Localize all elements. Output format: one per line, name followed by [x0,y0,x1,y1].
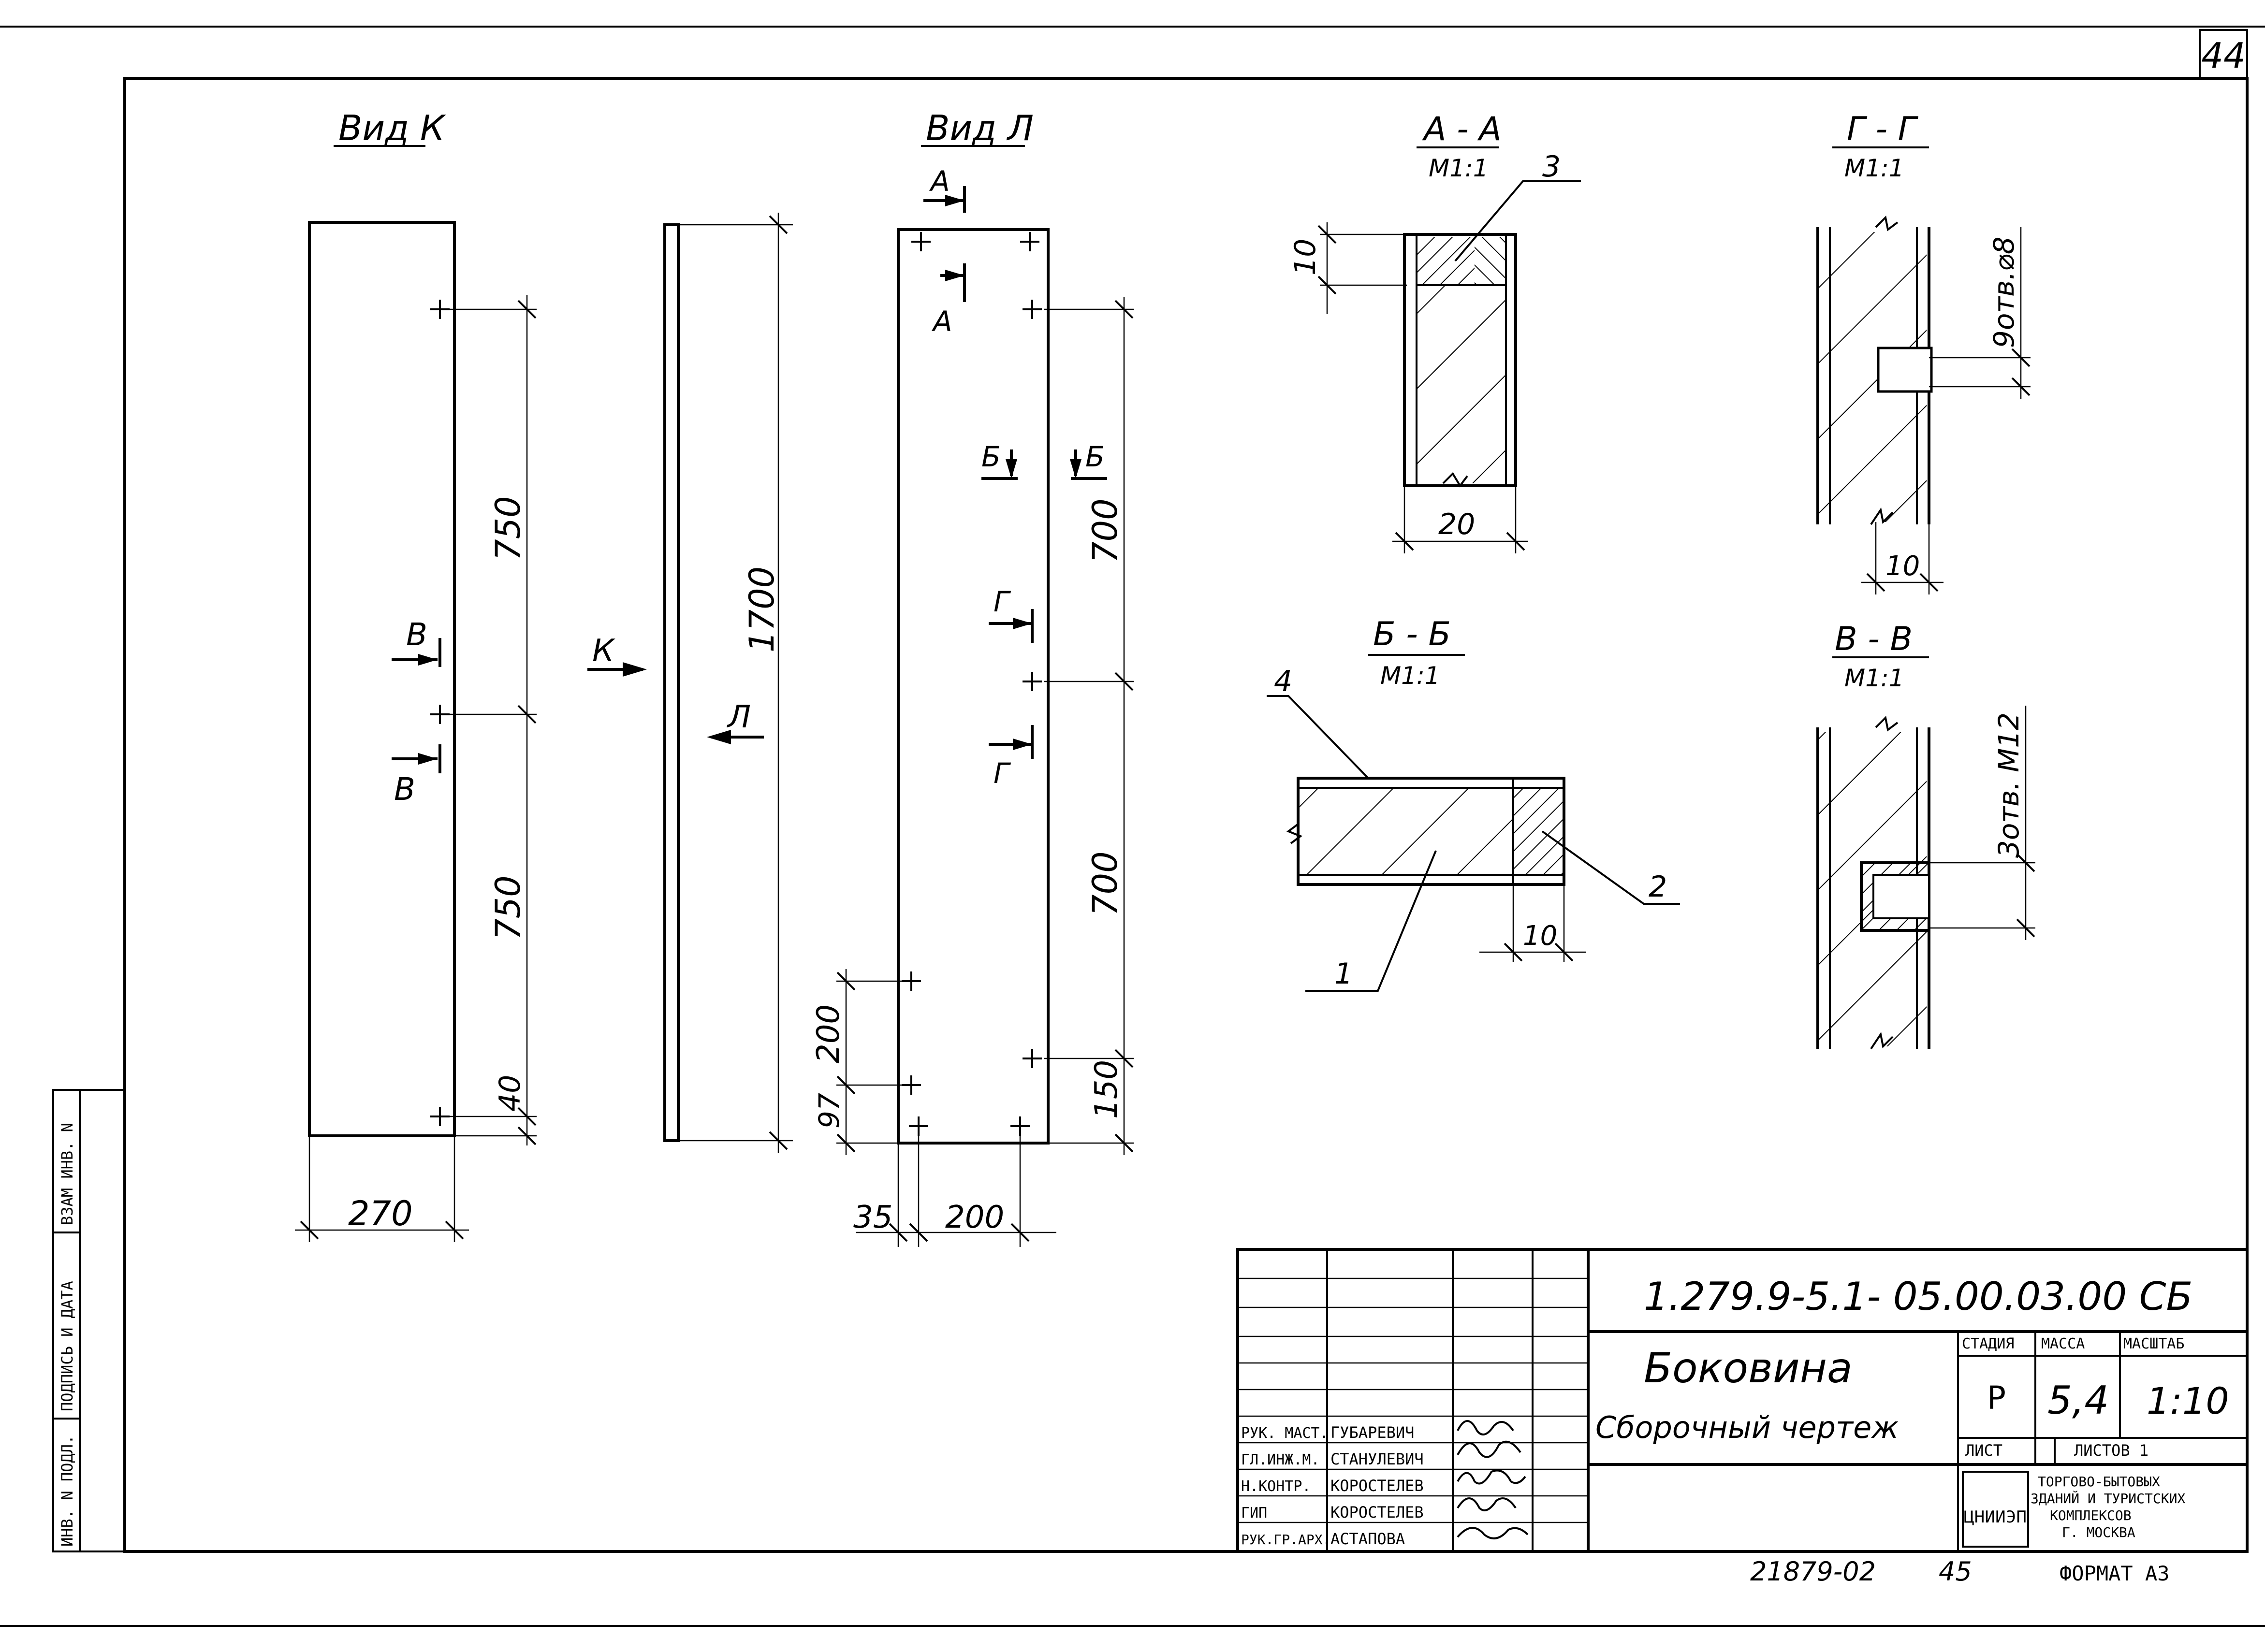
view-k-title: Вид К [338,108,446,148]
view-l-mark-b-right: Б [1085,440,1105,473]
section-gg-scale: М1:1 [1844,154,1904,182]
view-l-dim-35: 35 [853,1200,892,1235]
section-bb: Б - Б М1:1 4 2 1 10 [1267,615,1680,992]
stage-label: СТАДИЯ [1962,1335,2014,1352]
section-gg: Г - Г М1:1 9отв.⌀8 10 [1816,110,2031,594]
org-line-3: КОМПЛЕКСОВ [2050,1507,2132,1523]
view-l-dim-700-top: 700 [1085,498,1125,563]
section-gg-hole [1877,347,1933,393]
sig-name-5: АСТАПОВА [1330,1530,1405,1548]
drawing-frame [123,77,2249,1553]
view-l-mark-g-bottom: Г [994,757,1011,790]
view-l-mark-a-bottom: А [931,305,952,338]
org-line-2: ЗДАНИЙ И ТУРИСТСКИХ [2031,1490,2185,1507]
sig-name-4: КОРОСТЕЛЕВ [1330,1503,1424,1522]
stamp-inv-no: ИНВ. N ПОДЛ. [58,1435,76,1547]
view-l-dim-97: 97 [813,1093,846,1129]
view-k-mark-b-top: В [406,617,427,653]
sig-role-5: РУК.ГР.АРХ. [1241,1532,1330,1548]
stamp-replace-inv: ВЗАМ ИНВ. N [58,1123,76,1225]
mass-label: МАССА [2041,1335,2085,1352]
section-vv-hole-note: 3отв. М12 [1992,712,2025,858]
org-line-4: Г. МОСКВА [2062,1524,2135,1540]
section-bb-hatch-body [1298,788,1513,875]
section-vv-title: В - В [1835,620,1913,658]
view-l-dim-200-v: 200 [811,1004,847,1063]
view-k-mark-b-bottom: В [394,772,415,808]
section-bb-title: Б - Б [1373,615,1451,653]
signature-rows: РУК. МАСТ. ГУБАРЕВИЧ ГЛ.ИНЖ.М. СТАНУЛЕВИ… [1241,1423,1424,1548]
sig-name-1: ГУБАРЕВИЧ [1330,1423,1414,1442]
view-k-outline [308,221,456,1137]
scale-label: МАСШТАБ [2123,1335,2184,1352]
section-bb-callout-1: 1 [1334,957,1353,991]
arrow-k-label: К [592,633,615,669]
view-k-dim-270: 270 [348,1194,413,1233]
edge-view-outline [663,223,680,1142]
section-bb-callout-2: 2 [1649,870,1667,904]
view-l-title: Вид Л [926,108,1034,148]
section-bb-callout-4: 4 [1274,665,1292,698]
sheet-label: ЛИСТ [1965,1441,2002,1460]
view-l-mark-a-top: А [929,165,950,198]
arrow-l-label: Л [727,699,751,735]
section-bb-hatch-edge [1513,788,1564,875]
view-l: Вид Л А А Б Б Г Г [811,108,1134,1247]
sig-role-2: ГЛ.ИНЖ.М. [1241,1451,1320,1468]
footer-inventory: 21879-02 [1750,1556,1876,1587]
view-l-dim-200-h: 200 [945,1200,1004,1235]
section-aa-hatch-body [1417,285,1506,483]
section-aa-dim-10: 10 [1288,239,1322,275]
page-number: 44 [2201,35,2246,76]
view-l-dim-150: 150 [1089,1060,1125,1119]
view-l-mark-g-top: Г [994,585,1011,618]
side-stamp: ИНВ. N ПОДЛ. ПОДПИСЬ И ДАТА ВЗАМ ИНВ. N [52,1089,126,1552]
edge-view: К Л 1700 [587,213,793,1153]
handwritten-signatures [1457,1420,1529,1539]
section-aa: А - А М1:1 10 20 3 [1288,110,1581,553]
view-k-dim-750-top: 750 [488,496,528,561]
section-aa-callout-3: 3 [1542,150,1561,184]
view-l-mark-b-left: Б [981,440,1001,473]
mass-value: 5,4 [2047,1378,2109,1423]
sig-name-3: КОРОСТЕЛЕВ [1330,1477,1424,1495]
section-vv-scale: М1:1 [1844,664,1904,692]
section-gg-hole-note: 9отв.⌀8 [1987,236,2020,348]
section-vv: В - В М1:1 3отв. М12 [1816,620,2035,1050]
sig-name-2: СТАНУЛЕВИЧ [1330,1450,1424,1468]
view-l-dim-700-bottom: 700 [1085,851,1125,916]
doc-code: 1.279.9-5.1- 05.00.03.00 СБ [1644,1274,2192,1319]
stamp-sign-date: ПОДПИСЬ И ДАТА [58,1281,76,1411]
view-k-dim-750-bottom: 750 [488,875,528,940]
footer-copy: 45 [1939,1556,1972,1587]
org-line-1: ТОРГОВО-БЫТОВЫХ [2038,1474,2160,1490]
sig-role-4: ГИП [1241,1505,1267,1522]
scale-value: 1:10 [2147,1379,2229,1422]
section-aa-title: А - А [1422,110,1502,148]
section-bb-dim-10: 10 [1523,920,1557,952]
stage-value: Р [1987,1379,2006,1417]
edge-dim-1700: 1700 [742,566,782,652]
page-number-box [2199,29,2248,79]
section-aa-scale: М1:1 [1429,154,1489,182]
view-k-dim-40: 40 [493,1075,527,1112]
section-gg-dim-10: 10 [1885,551,1920,582]
org-logo-text: ЦНИИЭП [1964,1507,2027,1527]
view-k: Вид К 750 750 40 В В 270 [295,108,537,1242]
title-block: 1.279.9-5.1- 05.00.03.00 СБ Боковина Сбо… [1236,1248,2249,1553]
sig-role-1: РУК. МАСТ. [1241,1425,1329,1442]
footer-format: ФОРМАТ А3 [2060,1562,2170,1585]
sig-role-3: Н.КОНТР. [1241,1478,1311,1495]
view-l-outline [897,228,1050,1145]
doc-type: Сборочный чертеж [1595,1410,1899,1445]
sheets-label: ЛИСТОВ 1 [2074,1441,2148,1460]
section-gg-title: Г - Г [1847,110,1919,148]
org-logo: ЦНИИЭП [1962,1471,2029,1548]
part-name: Боковина [1644,1344,1853,1392]
section-aa-hatch-insert [1417,237,1475,285]
section-aa-dim-20: 20 [1438,507,1475,541]
section-bb-scale: М1:1 [1380,662,1440,690]
